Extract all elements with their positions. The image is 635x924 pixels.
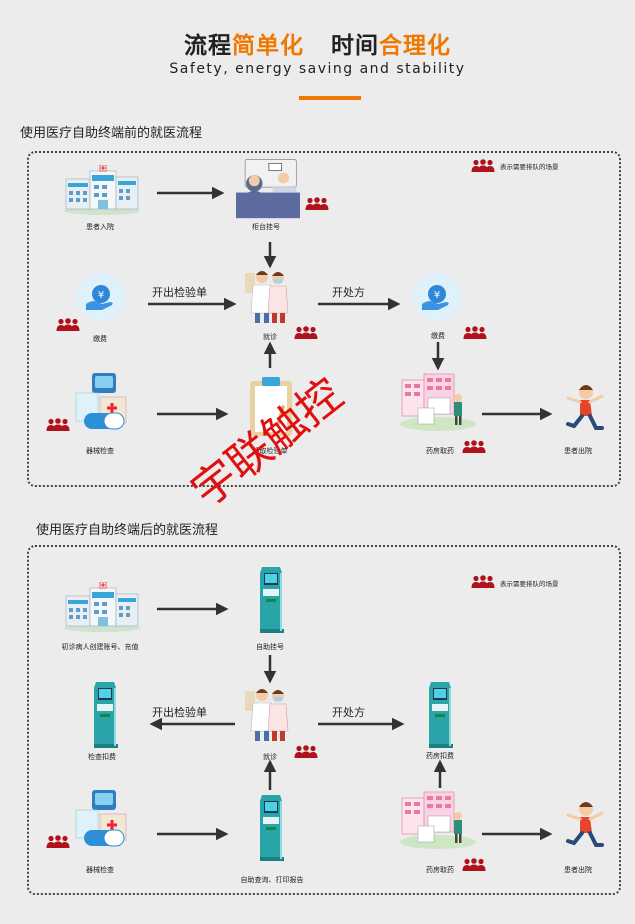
node-label: 自助查询、打印报告 (240, 876, 304, 884)
node-label: 药房扣费 (426, 752, 454, 760)
edge-label: 开出检验单 (152, 286, 207, 299)
before-heading: 使用医疗自助终端前的就医流程 (20, 126, 203, 141)
node-label: 缴费 (93, 335, 107, 343)
title-underline (299, 96, 361, 100)
before-flow-box (27, 151, 621, 487)
node-label: 初诊病人创建账号、充值 (61, 643, 139, 651)
after-legend: 表示需要排队的场景 (500, 580, 559, 588)
edge-label: 开处方 (332, 706, 365, 719)
node-label: 患者入院 (86, 223, 114, 231)
node-label: 缴费 (431, 332, 445, 340)
node-label: 就诊 (263, 333, 277, 341)
node-label: 柜台挂号 (252, 223, 280, 231)
node-label: 药房取药 (426, 447, 454, 455)
node-label: 患者出院 (564, 866, 592, 874)
edge-label: 开处方 (332, 286, 365, 299)
node-label: 就诊 (263, 753, 277, 761)
node-label: 自助挂号 (256, 643, 284, 651)
node-label: 器械检查 (86, 447, 114, 455)
edge-label: 开出检验单 (152, 706, 207, 719)
node-label: 检查扣费 (88, 753, 116, 761)
node-label: 患者出院 (564, 447, 592, 455)
node-label: 器械检查 (86, 866, 114, 874)
node-label: 领取检验单 (252, 447, 288, 455)
page-title: 流程简单化 时间合理化 (183, 33, 452, 59)
before-legend: 表示需要排队的场景 (500, 163, 559, 171)
after-heading: 使用医疗自助终端后的就医流程 (36, 523, 219, 538)
page-subtitle: Safety, energy saving and stability (169, 61, 466, 77)
after-flow-box (27, 545, 621, 895)
node-label: 药房取药 (426, 866, 454, 874)
